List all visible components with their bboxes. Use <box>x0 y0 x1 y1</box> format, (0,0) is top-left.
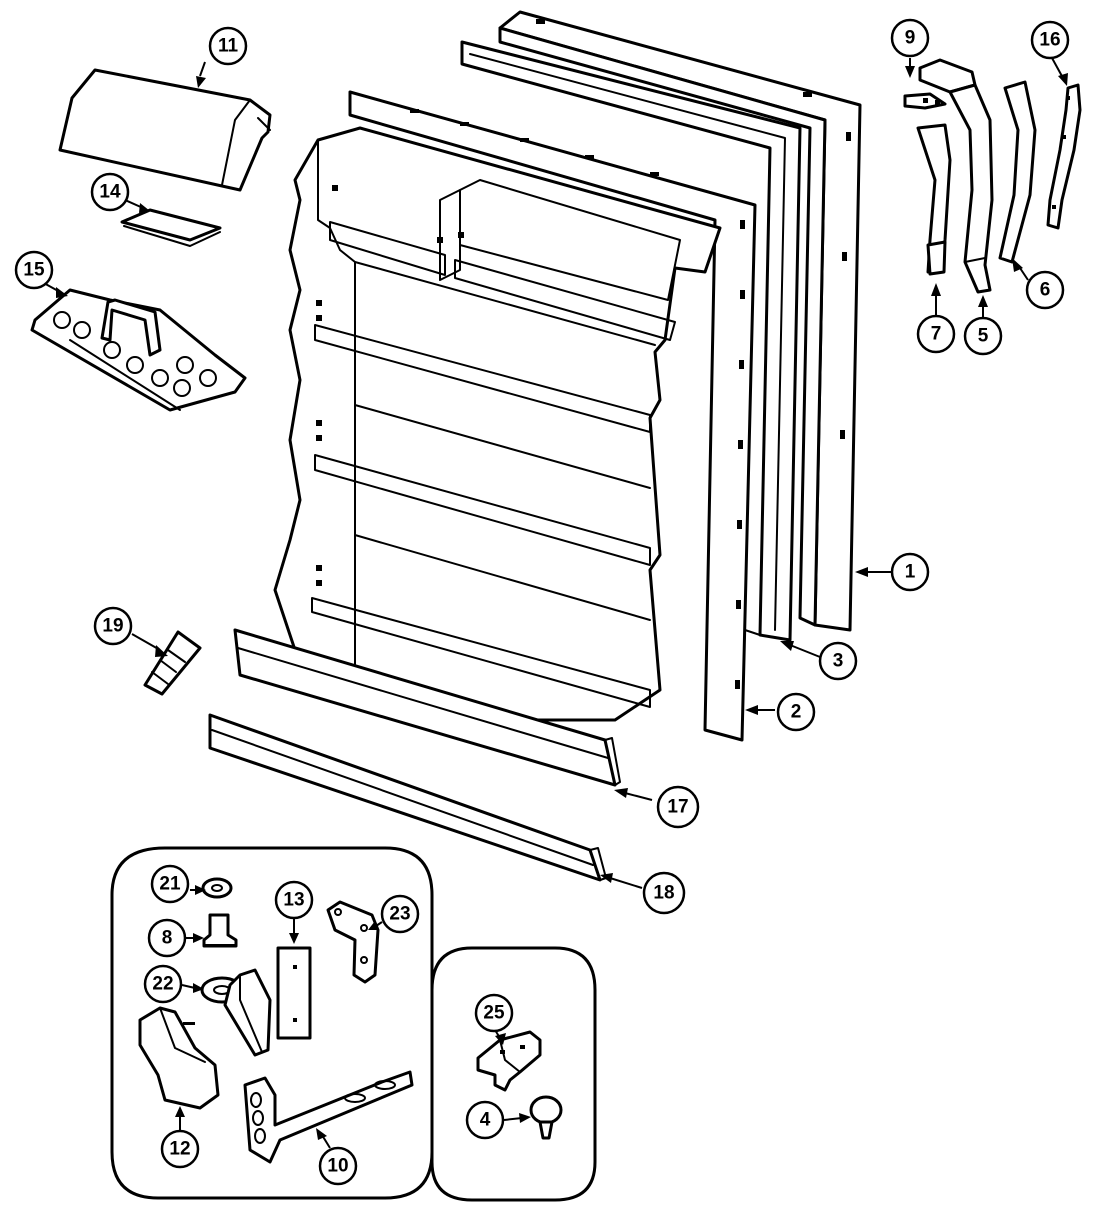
svg-text:6: 6 <box>1040 280 1051 301</box>
svg-text:4: 4 <box>480 1110 491 1131</box>
svg-text:3: 3 <box>833 651 844 672</box>
callout-25: 25 <box>474 993 514 1033</box>
part-10-hinge-bar <box>243 1070 414 1164</box>
part-19-clip <box>143 630 202 696</box>
callout-15: 15 <box>14 250 54 290</box>
part-5-handle-bracket <box>948 83 994 294</box>
svg-text:17: 17 <box>667 797 688 818</box>
callout-11: 11 <box>208 26 248 66</box>
callout-6: 6 <box>1025 270 1065 310</box>
svg-text:21: 21 <box>159 874 181 895</box>
svg-text:12: 12 <box>169 1139 190 1160</box>
svg-text:16: 16 <box>1039 30 1060 51</box>
part-6-handle-trim <box>998 80 1037 264</box>
part-18-trim-strip <box>208 713 607 882</box>
part-3-door-gasket <box>460 40 802 642</box>
svg-text:25: 25 <box>483 1003 505 1024</box>
svg-text:8: 8 <box>162 928 173 949</box>
svg-text:9: 9 <box>905 28 916 49</box>
part-13-shim <box>276 946 312 1040</box>
callout-22: 22 <box>143 964 183 1004</box>
part-11-dairy-door <box>58 68 272 192</box>
svg-text:7: 7 <box>931 324 942 345</box>
svg-text:14: 14 <box>99 182 121 203</box>
callout-4: 4 <box>465 1100 505 1140</box>
svg-text:5: 5 <box>978 326 989 347</box>
part-15-egg-tray <box>30 288 247 412</box>
svg-text:15: 15 <box>23 260 45 281</box>
callout-19: 19 <box>93 606 133 646</box>
callout-17: 17 <box>656 785 700 829</box>
callout-5: 5 <box>963 316 1003 356</box>
svg-text:13: 13 <box>283 890 304 911</box>
svg-text:10: 10 <box>327 1156 348 1177</box>
part-2-door-liner <box>348 90 757 742</box>
callout-3: 3 <box>818 641 858 681</box>
callout-1: 1 <box>890 552 930 592</box>
svg-text:22: 22 <box>152 974 173 995</box>
hinge-bracket <box>223 968 272 1057</box>
callout-13: 13 <box>274 880 314 920</box>
callout-2: 2 <box>776 692 816 732</box>
part-1-outer-door-panel <box>498 10 862 632</box>
svg-text:2: 2 <box>791 702 802 723</box>
part-21-washer <box>201 877 233 899</box>
svg-text:11: 11 <box>218 36 239 57</box>
callout-8: 8 <box>147 918 187 958</box>
leader-lines <box>41 57 1068 1149</box>
callout-7: 7 <box>916 314 956 354</box>
part-8-hinge-pin <box>202 913 238 948</box>
callout-14: 14 <box>90 172 130 212</box>
part-7-handle-end <box>916 123 952 276</box>
svg-text:1: 1 <box>905 562 916 583</box>
svg-text:23: 23 <box>389 904 410 925</box>
callout-12: 12 <box>160 1129 200 1169</box>
part-25-clip <box>476 1030 542 1092</box>
part-12-hinge-cover <box>138 1006 220 1110</box>
door-inner-shelves <box>273 126 722 722</box>
callout-10: 10 <box>318 1146 358 1186</box>
svg-text:18: 18 <box>653 883 674 904</box>
callout-18: 18 <box>642 871 686 915</box>
svg-text:19: 19 <box>102 616 123 637</box>
part-14-egg-tray-cover <box>120 208 222 247</box>
part-17-trim-strip <box>233 628 621 787</box>
part-23-hinge-plate <box>326 900 380 984</box>
part-16-handle-trim <box>1046 83 1082 230</box>
callout-16: 16 <box>1030 20 1070 60</box>
callout-9: 9 <box>890 18 930 58</box>
part-4-plug <box>529 1095 563 1140</box>
callout-23: 23 <box>380 894 420 934</box>
callout-21: 21 <box>150 864 190 904</box>
